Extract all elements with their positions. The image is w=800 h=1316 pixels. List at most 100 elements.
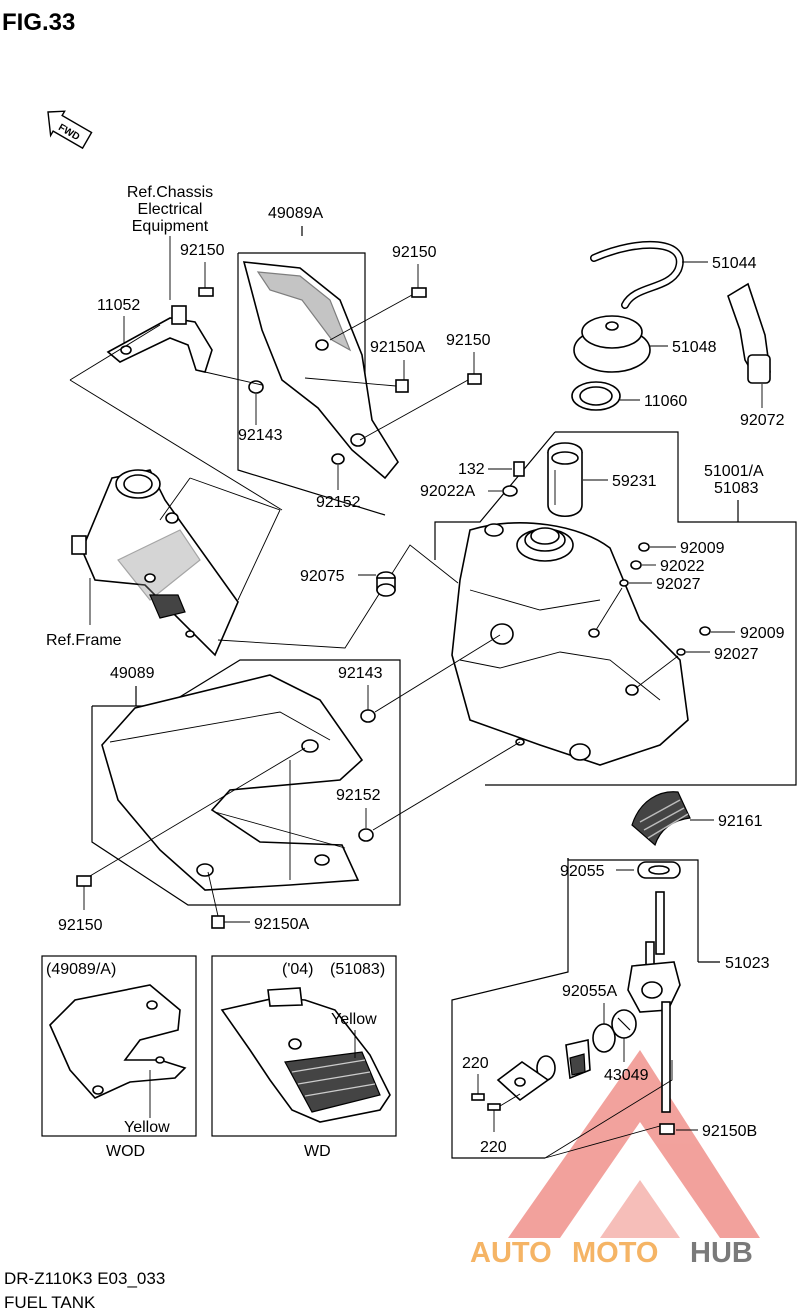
leader-92027-a-2: [595, 587, 623, 631]
callout-11060: 11060: [644, 393, 687, 410]
callout-92055A: 92055A: [562, 983, 617, 1000]
callout-220-bottom: 220: [480, 1139, 507, 1156]
callout-92027-a: 92027: [656, 576, 701, 593]
callout-92009-b: 92009: [740, 625, 785, 642]
callout-51083: 51083: [714, 480, 759, 497]
fuel-cock-51023: [627, 891, 681, 1113]
ref-chassis-line-2: Electrical: [138, 201, 203, 218]
bolt-92009-a: [638, 542, 650, 552]
gasket-92055-hole: [648, 865, 670, 875]
bolt-92150-topleft: [411, 287, 427, 298]
page-caption: FUEL TANK: [4, 1293, 96, 1312]
inset-wod-shroud: [49, 984, 187, 1099]
inset-wd-caption: WD: [304, 1143, 331, 1160]
bolt-92150-right: [467, 373, 482, 385]
callout-92152-bottom: 92152: [336, 787, 381, 804]
leader-220-bottom-2: [499, 1093, 521, 1107]
leader-92150-right-2: [359, 379, 469, 441]
callout-51048: 51048: [672, 339, 717, 356]
inset-wod-header: (49089/A): [46, 961, 116, 978]
bolt-92150A-top: [395, 379, 409, 393]
ref-chassis-line-3: Equipment: [132, 218, 209, 235]
shroud-49089: [101, 674, 364, 891]
callout-49089A: 49089A: [268, 205, 323, 222]
bolt-92150-bracket: [198, 287, 214, 297]
box-49089A-left: [237, 253, 386, 516]
bolt-92150A-bottom: [211, 915, 225, 929]
leader-92152-bottom-2: [372, 741, 521, 831]
watermark-hub: HUB: [690, 1237, 753, 1269]
inset-wd-frame: [211, 955, 397, 1137]
callout-49089: 49089: [110, 665, 155, 682]
callout-92150-bracket: 92150: [180, 242, 225, 259]
collar-92027-b: [676, 648, 686, 656]
group-outline-bottom: [69, 379, 283, 511]
callout-92075: 92075: [300, 568, 345, 585]
damper-92075: [376, 571, 396, 597]
frame-outline-left: [159, 477, 191, 521]
collar-92027-a: [619, 579, 629, 587]
inset-wd-tank: [220, 987, 391, 1123]
screw-220-bottom: [487, 1103, 501, 1111]
breather-hose-51044: [590, 240, 684, 309]
leader-92150A-top-2: [304, 377, 397, 387]
inset-wd-note: Yellow: [331, 1011, 377, 1028]
callout-11052: 11052: [97, 297, 140, 314]
callout-92022A: 92022A: [420, 483, 475, 500]
box-51001A-left: [434, 431, 556, 560]
screw-220-top: [471, 1093, 485, 1101]
callout-92150A-bottom: 92150A: [254, 916, 309, 933]
ref-chassis-line-1: Ref.Chassis: [127, 184, 213, 201]
callout-92150-bottom: 92150: [58, 917, 103, 934]
washer-92022: [630, 560, 642, 570]
watermark-auto: AUTO: [470, 1237, 552, 1269]
screw-92150B: [659, 1123, 675, 1135]
fuel-cap-51048: [573, 315, 651, 373]
watermark-logo-triangle: [508, 1050, 760, 1238]
oring-92055A: [592, 1023, 616, 1053]
leader-92150-topleft-2: [329, 294, 413, 341]
filter-59231: [547, 442, 583, 518]
plate-cover: [496, 1061, 550, 1102]
group-outline-left: [69, 324, 161, 381]
inset-wod-note: Yellow: [124, 1119, 170, 1136]
shroud-49089A: [242, 261, 399, 480]
callout-59231: 59231: [612, 473, 657, 490]
callout-92161: 92161: [718, 813, 763, 830]
bolt-92150-bottom: [76, 875, 92, 887]
spring-seat: [565, 1039, 591, 1080]
gasket-11060: [571, 381, 621, 411]
inset-wd-header-part: (51083): [330, 961, 385, 978]
frame-outline-mid: [237, 509, 281, 601]
callout-132: 132: [458, 461, 485, 478]
watermark-text: AUTO MOTO HUB: [470, 1237, 753, 1269]
frame-outline-right: [217, 544, 459, 649]
frame-outline-top: [189, 477, 281, 511]
fuel-tank-51001: [451, 522, 689, 766]
grommet-92152-bottom: [358, 828, 374, 842]
callout-92009-a: 92009: [680, 540, 725, 557]
box-51023-bottom: [544, 1060, 673, 1159]
callout-92150B: 92150B: [702, 1123, 757, 1140]
callout-92150A-top: 92150A: [370, 339, 425, 356]
callout-92143-top: 92143: [238, 427, 283, 444]
box-51001A-right: [485, 431, 797, 786]
callout-92152-top: 92152: [316, 494, 361, 511]
leader-92150A-bottom-2: [207, 871, 219, 917]
inset-wod-caption: WOD: [106, 1143, 145, 1160]
callout-92150-right: 92150: [446, 332, 491, 349]
watermark-logo-inner: [600, 1180, 680, 1238]
watermark-moto: MOTO: [572, 1237, 658, 1269]
bracket-11052: [106, 305, 213, 373]
leader-92143-bottom-2: [374, 634, 501, 713]
leader-92150-bottom-2: [89, 747, 306, 877]
callout-43049: 43049: [604, 1067, 649, 1084]
callout-92072: 92072: [740, 412, 785, 429]
callout-51023: 51023: [725, 955, 770, 972]
figure-title: FIG.33: [2, 9, 75, 36]
callout-220-top: 220: [462, 1055, 489, 1072]
leader-92143-top-2: [204, 371, 263, 386]
frame-reference: [71, 469, 239, 657]
strap-92072: [727, 282, 771, 384]
